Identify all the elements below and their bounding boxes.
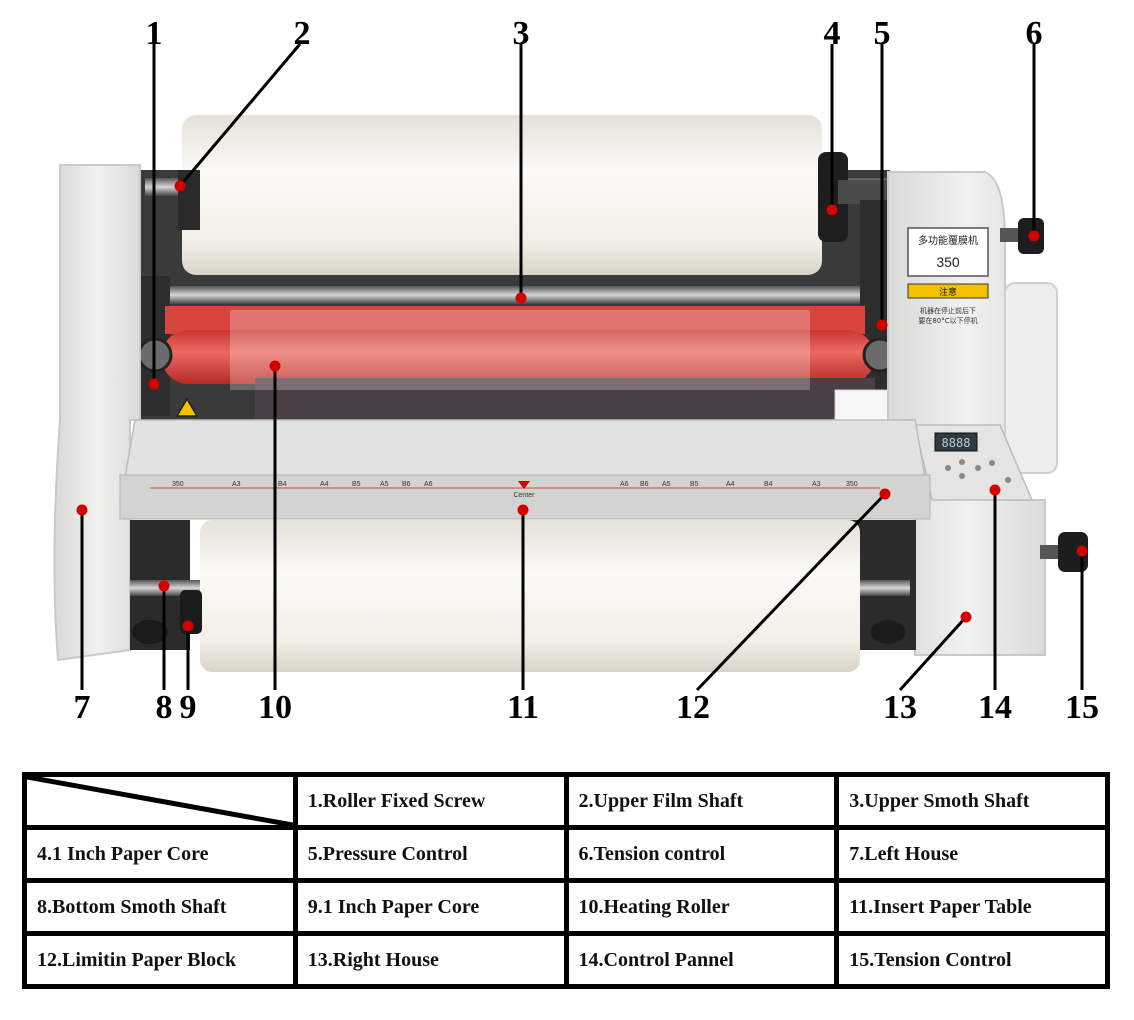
upper-film-roll (145, 115, 905, 275)
callout-number: 5 (874, 15, 891, 52)
svg-text:350: 350 (846, 481, 858, 488)
svg-text:B5: B5 (690, 481, 699, 488)
svg-text:A4: A4 (726, 481, 735, 488)
svg-text:A6: A6 (424, 481, 433, 488)
legend-cell: 12.Limitin Paper Block (22, 931, 298, 989)
legend-cell: 8.Bottom Smoth Shaft (22, 878, 298, 936)
callout-number: 12 (676, 689, 710, 726)
callout-number: 10 (258, 689, 292, 726)
marker-dot (1076, 545, 1088, 557)
leader-lines (80, 43, 1084, 692)
svg-text:A5: A5 (662, 481, 671, 488)
svg-text:A3: A3 (812, 481, 821, 488)
legend-cell: 15.Tension Control (834, 931, 1110, 989)
callout-number: 15 (1065, 689, 1099, 726)
svg-text:A4: A4 (320, 481, 329, 488)
marker-dot (182, 620, 194, 632)
marker-dot (879, 488, 891, 500)
svg-text:B4: B4 (764, 481, 773, 488)
marker-dot (989, 484, 1001, 496)
panel-display (934, 432, 978, 452)
marker-dot (826, 204, 838, 216)
tension-knob-upper (1000, 218, 1044, 254)
ruler-right: A6 B6 A5 B5 A4 B4 A3 350 (620, 481, 858, 488)
callout-number: 11 (507, 689, 539, 726)
marker-dot (1028, 230, 1040, 242)
control-panel: 8888 (914, 424, 1034, 501)
legend-cell: 4.1 Inch Paper Core (22, 825, 298, 883)
legend-row: 12.Limitin Paper Block 13.Right House 14… (22, 931, 1110, 989)
svg-text:A3: A3 (232, 481, 241, 488)
legend-row: 1.Roller Fixed Screw 2.Upper Film Shaft … (22, 772, 1110, 830)
legend-cell: 1.Roller Fixed Screw (292, 772, 569, 830)
warning-label: 注意 (939, 286, 957, 298)
callout-number: 3 (513, 15, 530, 52)
marker-dot (158, 580, 170, 592)
legend-cell: 14.Control Pannel (563, 931, 840, 989)
laminator-diagram: 多功能覆膜机 350 注意 机器在停止前后下 要在80°C以下停机 8888 3… (53, 15, 1100, 726)
callout-number: 7 (74, 689, 91, 726)
transparent-sheet (230, 310, 810, 390)
warning-triangle-icon (175, 397, 199, 417)
legend-cell: 2.Upper Film Shaft (563, 772, 840, 830)
model-text: 多功能覆膜机 (918, 234, 978, 247)
legend-cell: 7.Left House (834, 825, 1110, 883)
marker-dot (960, 611, 972, 623)
svg-text:B6: B6 (402, 481, 411, 488)
legend-corner-cell (22, 772, 298, 830)
legend-table: 1.Roller Fixed Screw 2.Upper Film Shaft … (22, 772, 1110, 989)
marker-dot (517, 504, 529, 516)
callout-number: 14 (978, 689, 1012, 726)
svg-text:B6: B6 (640, 481, 649, 488)
callout-number: 4 (824, 15, 841, 52)
display-value: 8888 (942, 436, 971, 450)
legend-row: 4.1 Inch Paper Core 5.Pressure Control 6… (22, 825, 1110, 883)
marker-dot (148, 378, 160, 390)
marker-dot (174, 180, 186, 192)
callout-number: 1 (146, 15, 163, 52)
warning-plate (907, 283, 989, 299)
right-side-block (1004, 282, 1058, 474)
insert-paper-table: 350 A3 B4 A4 B5 A5 B6 A6 Center A6 B6 A5… (119, 419, 931, 520)
svg-text:B4: B4 (278, 481, 287, 488)
svg-text:A6: A6 (620, 481, 629, 488)
model-number: 350 (936, 254, 960, 270)
legend-cell: 10.Heating Roller (563, 878, 840, 936)
marker-dots (76, 180, 1088, 632)
legend-cell: 11.Insert Paper Table (834, 878, 1110, 936)
legend-cell: 13.Right House (292, 931, 569, 989)
center-arrow-icon (518, 481, 530, 489)
legend-cell: 3.Upper Smoth Shaft (834, 772, 1110, 830)
callout-number: 6 (1026, 15, 1043, 52)
bottom-film-roll (130, 520, 916, 672)
marker-dot (269, 360, 281, 372)
ruler-left: 350 A3 B4 A4 B5 A5 B6 A6 (172, 481, 433, 488)
legend-row: 8.Bottom Smoth Shaft 9.1 Inch Paper Core… (22, 878, 1110, 936)
callout-number: 8 (156, 689, 173, 726)
marker-dot (76, 504, 88, 516)
marker-dot (876, 319, 888, 331)
model-plate (907, 227, 989, 277)
legend-cell: 5.Pressure Control (292, 825, 569, 883)
legend-cell: 6.Tension control (563, 825, 840, 883)
warning-text-1: 机器在停止前后下 (920, 306, 976, 315)
legend-cell: 9.1 Inch Paper Core (292, 878, 569, 936)
ruler-center-label: Center (513, 492, 535, 499)
callout-number: 13 (883, 689, 917, 726)
callout-number: 2 (294, 15, 311, 52)
svg-text:350: 350 (172, 481, 184, 488)
svg-text:B5: B5 (352, 481, 361, 488)
diagonal-line (27, 777, 293, 825)
callout-number: 9 (180, 689, 197, 726)
left-house (53, 164, 141, 662)
marker-dot (515, 292, 527, 304)
callout-numbers: 1 2 3 4 5 6 7 8 9 10 11 12 13 14 15 (74, 15, 1100, 726)
svg-text:A5: A5 (380, 481, 389, 488)
warning-text-2: 要在80°C以下停机 (918, 316, 977, 325)
